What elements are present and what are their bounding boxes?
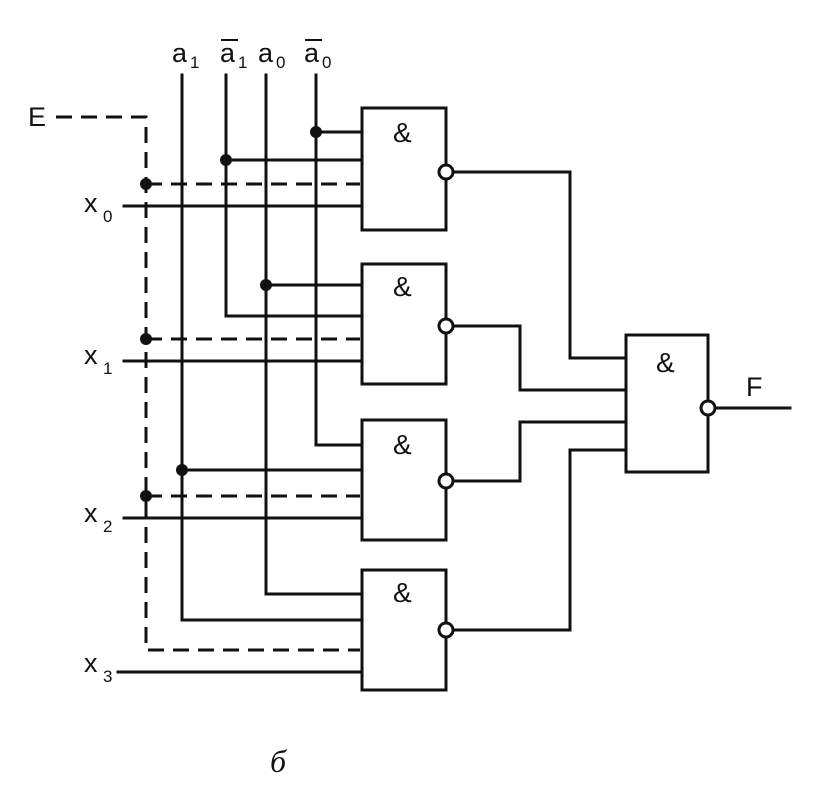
figure-caption: б [270,743,287,779]
address-label-a1-inverted: a 1 [220,38,247,72]
nand-gate-4: & [360,568,455,692]
junction-dot [176,464,188,476]
svg-text:a: a [220,38,236,68]
gate-1-output-wire [452,170,628,360]
svg-text:2: 2 [103,517,112,536]
gate-symbol: & [393,577,412,608]
address-label-a1: a 1 [172,38,199,72]
address-wire-a1-inverted [224,73,364,318]
data-input-label-x2: x 2 [84,498,112,536]
nand-gate-output: & [624,333,717,474]
junction-dot [140,178,152,190]
address-label-a0: a 0 [258,38,285,72]
svg-text:1: 1 [103,359,112,378]
nand-gate-1: & [360,106,455,232]
svg-text:0: 0 [322,53,331,72]
enable-bus [56,115,360,652]
address-wire-a0 [264,73,364,596]
gate-2-output-wire [452,324,628,392]
junction-dot [140,333,152,345]
svg-text:x: x [84,188,98,218]
gate-symbol: & [656,347,675,378]
junction-dot [310,126,322,138]
svg-text:3: 3 [103,667,112,686]
inversion-bubble [699,399,717,417]
gate-symbol: & [393,429,412,460]
gate-3-output-wire [452,420,628,483]
nand-gate-2: & [360,262,455,386]
enable-label: E [28,102,46,132]
data-input-label-x0: x 0 [84,188,112,226]
junction-dot [260,279,272,291]
gate-symbol: & [393,117,412,148]
svg-text:x: x [84,340,98,370]
address-label-a0-inverted: a 0 [304,38,331,72]
output-label: F [746,372,763,402]
junction-dot [140,490,152,502]
svg-text:0: 0 [276,53,285,72]
inversion-bubble [437,472,455,490]
inversion-bubble [437,163,455,181]
svg-text:a: a [172,38,188,68]
address-wire-a0-inverted [314,73,364,447]
address-wire-a1 [180,73,364,622]
svg-text:1: 1 [238,53,247,72]
svg-text:a: a [304,38,320,68]
svg-text:a: a [258,38,274,68]
data-input-label-x3: x 3 [84,648,112,686]
svg-text:0: 0 [103,207,112,226]
svg-text:x: x [84,648,98,678]
gate-4-output-wire [452,448,628,632]
gate-symbol: & [393,271,412,302]
svg-text:x: x [84,498,98,528]
data-input-label-x1: x 1 [84,340,112,378]
inversion-bubble [437,621,455,639]
junction-dot [220,154,232,166]
nand-gate-3: & [360,418,455,542]
svg-text:1: 1 [190,53,199,72]
inversion-bubble [437,317,455,335]
